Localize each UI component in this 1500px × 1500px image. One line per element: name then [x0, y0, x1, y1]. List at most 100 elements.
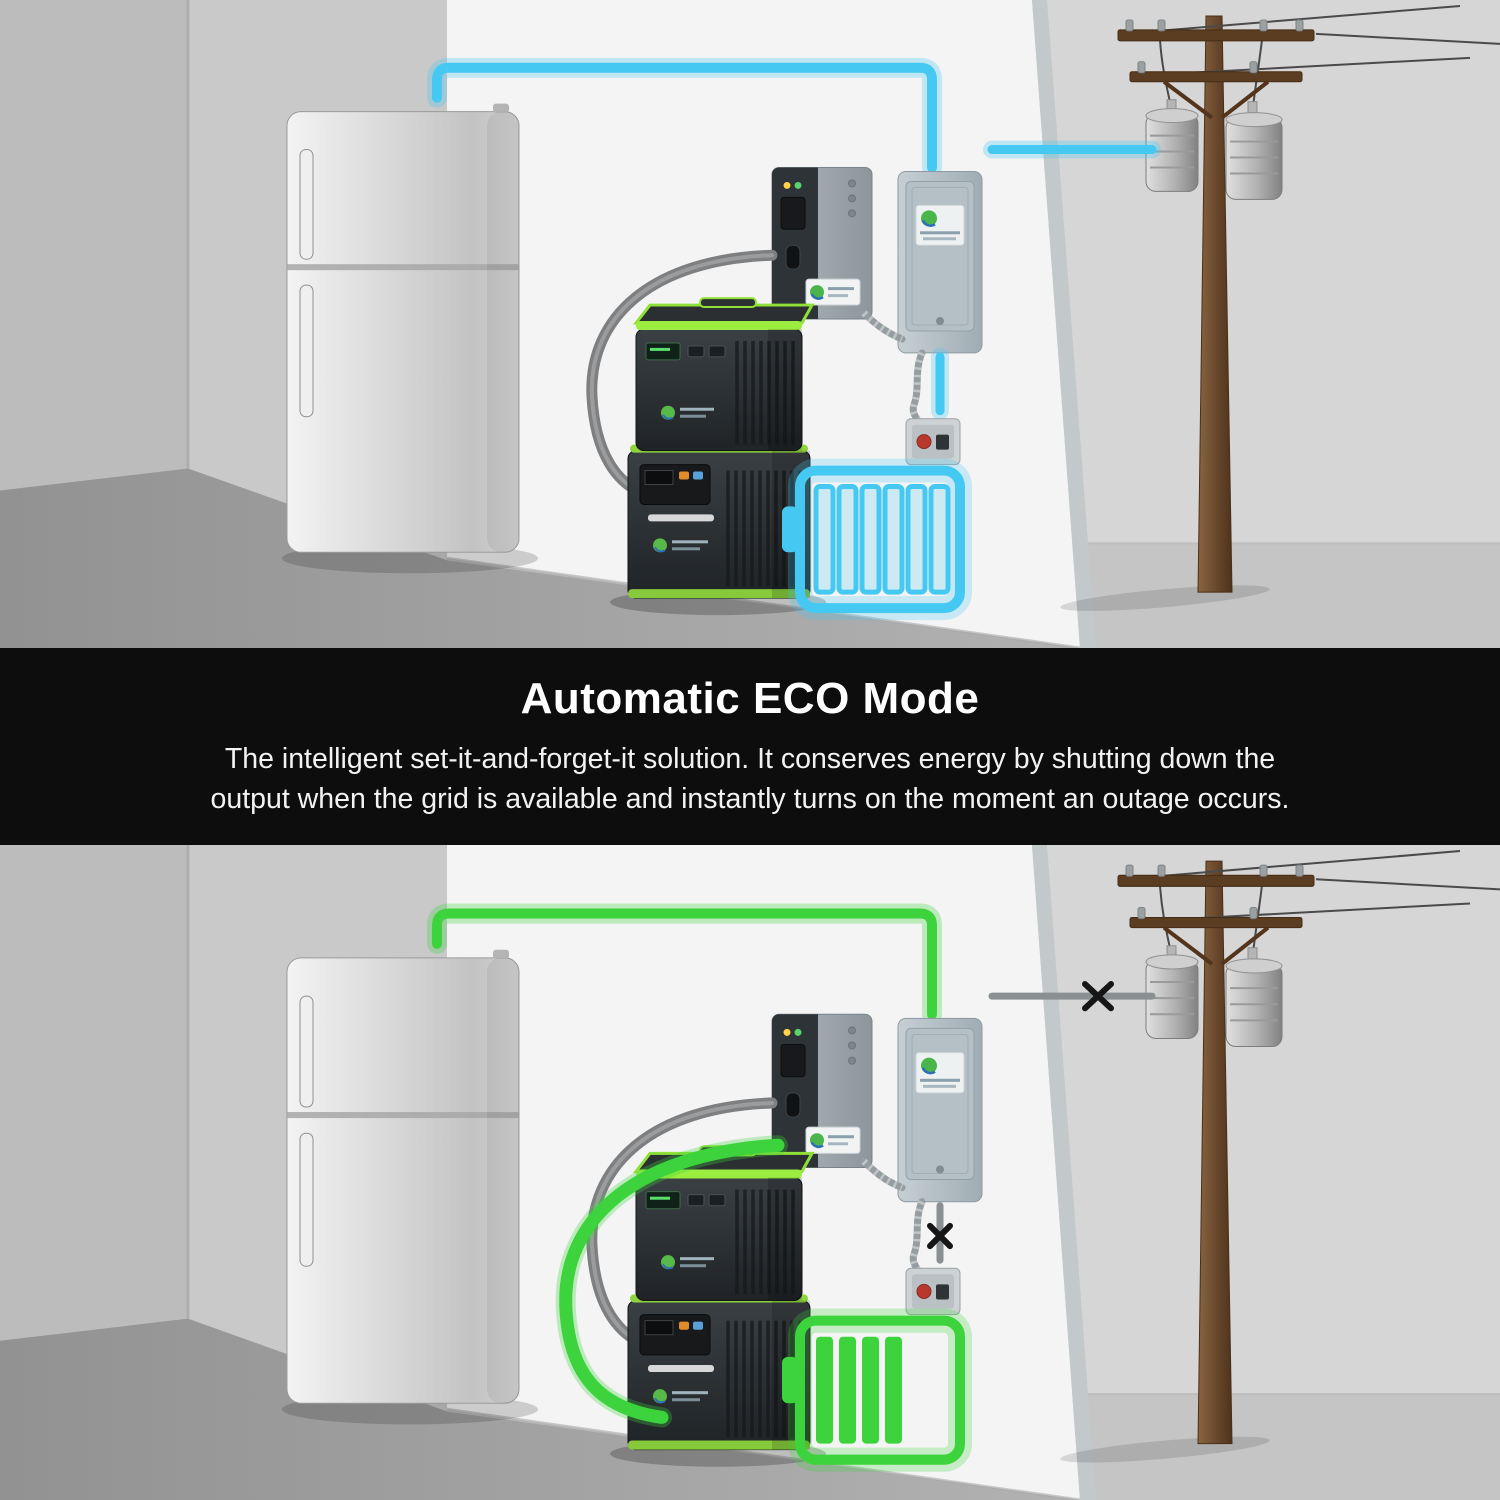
outlet-socket-red: [916, 434, 932, 450]
power-station-stack: [610, 1145, 826, 1467]
inverter-transfer-switch: [771, 166, 873, 320]
battery-discharge-loop: [555, 1135, 788, 1428]
knockout-dot: [848, 1056, 856, 1065]
expansion-battery-unit: [627, 1294, 811, 1451]
power-station-stack: [610, 297, 826, 616]
power-station-unit: [632, 297, 815, 452]
banner-title: Automatic ECO Mode: [520, 673, 980, 723]
conduit-inverter-to-panel: [860, 309, 906, 343]
fridge-hinge: [493, 949, 509, 959]
battery-bar: [905, 484, 928, 595]
battery-bar: [816, 1336, 833, 1444]
status-led-amber: [783, 181, 791, 189]
branch-break-icon: [927, 1222, 953, 1250]
panel-latch: [936, 317, 944, 325]
ac-port: [687, 1194, 705, 1207]
battery-outline: [795, 465, 965, 614]
inverter-port: [785, 1092, 801, 1118]
inverter-screen: [780, 196, 806, 230]
battery-bar: [836, 484, 859, 595]
interior-left-wall: [0, 845, 188, 1349]
conduit-inverter-to-panel: [860, 1157, 906, 1192]
scene-illustration: [0, 845, 1500, 1500]
conduit-ribs: [909, 1200, 926, 1273]
green-trim-base: [628, 589, 810, 599]
breaker-panel: [897, 1017, 983, 1203]
natures-generator-logo: [661, 1255, 714, 1270]
carry-handle: [699, 297, 757, 309]
inverter-transfer-switch: [771, 1013, 873, 1168]
fridge-door-seam: [287, 1112, 519, 1119]
knockout-dot: [848, 179, 856, 188]
fridge-side-shade: [487, 957, 519, 1404]
transformer-left: [1145, 945, 1199, 1039]
battery-terminal: [782, 506, 798, 553]
battery-bar: [813, 484, 836, 595]
charge-cable-highlight: [589, 253, 774, 499]
status-led-green: [794, 1028, 802, 1036]
port-blue: [693, 471, 703, 480]
transformer-right: [1225, 947, 1283, 1048]
conduit-ribs: [909, 351, 926, 423]
wall-base-shadow: [446, 556, 1081, 648]
green-glow-rim: [636, 1169, 802, 1179]
utility-pole: [1060, 4, 1500, 611]
fridge-hinge: [493, 103, 509, 113]
insulators: [1125, 864, 1304, 920]
knockout-dot: [848, 209, 856, 218]
interior-left-wall: [0, 0, 188, 499]
transformer-left: [1145, 99, 1199, 192]
natures-generator-logo: [653, 1389, 708, 1404]
transformer-right: [1225, 101, 1283, 200]
battery-bar: [862, 1336, 879, 1444]
refrigerator: [282, 949, 538, 1425]
vent-grille: [735, 340, 795, 445]
interior-floor: [0, 468, 1080, 648]
inverter-port: [785, 244, 801, 270]
outlet-inset: [912, 424, 954, 459]
insulators: [1125, 19, 1304, 74]
crossarm-lower: [1129, 71, 1303, 83]
crossarm-top: [1117, 29, 1315, 42]
wall-base-shadow: [446, 1407, 1081, 1500]
wall-outlet: [905, 1267, 961, 1316]
pole: [1197, 860, 1233, 1445]
natures-generator-logo: [661, 405, 714, 420]
fridge-body: [286, 111, 520, 553]
natures-generator-logo: [653, 538, 708, 553]
power-wires: [1121, 4, 1500, 116]
refrigerator: [282, 103, 538, 574]
fridge-door-handle: [299, 1132, 314, 1267]
status-led-amber: [783, 1028, 791, 1036]
screen-readout: [650, 1196, 670, 1200]
crossarm-top: [1117, 874, 1315, 887]
power-wires: [1121, 850, 1500, 962]
outlet-inset: [912, 1274, 954, 1309]
natures-generator-logo: [915, 204, 965, 246]
banner-description-line-1: The intelligent set-it-and-forget-it sol…: [224, 742, 1276, 775]
battery-outline: [795, 1315, 965, 1465]
natures-generator-logo: [805, 278, 861, 306]
fridge-side-shade: [487, 111, 519, 553]
outlet-socket-dark: [936, 434, 949, 450]
side-shade: [768, 1177, 802, 1301]
battery-level-icon: [782, 1308, 972, 1472]
battery-bar: [839, 1336, 856, 1444]
center-banner: Automatic ECO Mode The intelligent set-i…: [0, 648, 1500, 845]
green-glow-rim: [636, 321, 802, 330]
outlet-socket-dark: [936, 1284, 949, 1300]
utility-pole: [1060, 850, 1500, 1463]
status-led-green: [794, 181, 802, 189]
battery-bar: [885, 1336, 902, 1444]
scene-illustration: [0, 0, 1500, 648]
knockout-dot: [848, 1026, 856, 1035]
dc-port: [708, 345, 726, 358]
battery-bar: [928, 484, 951, 595]
vent-grille: [735, 1189, 795, 1295]
panel-door: [905, 180, 975, 332]
inverter-screen: [780, 1044, 806, 1078]
crossarm-lower: [1129, 917, 1303, 929]
pole: [1197, 15, 1233, 593]
port-orange: [679, 1321, 689, 1330]
